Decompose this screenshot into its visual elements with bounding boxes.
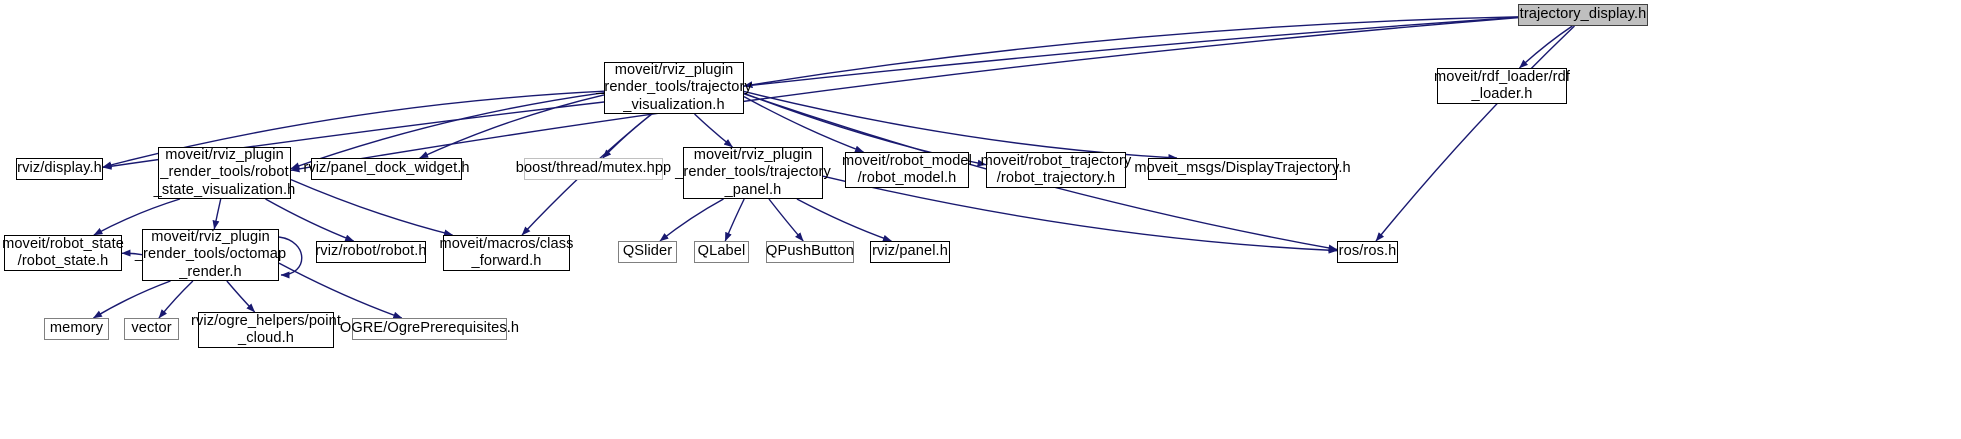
graph-node[interactable]: OGRE/OgrePrerequisites.h [340,318,519,340]
graph-node[interactable]: moveit/rviz_plugin _render_tools/octomap… [134,228,287,281]
graph-edge [265,198,355,242]
graph-edge [278,262,403,319]
graph-edge [1375,25,1575,242]
graph-edge [724,198,745,242]
graph-edge [121,249,143,257]
graph-node[interactable]: moveit/robot_state /robot_state.h [2,235,124,271]
graph-node[interactable]: ros/ros.h [1337,241,1398,263]
graph-node[interactable]: moveit/robot_model /robot_model.h [842,152,972,188]
graph-node[interactable]: QLabel [694,241,749,263]
graph-node[interactable]: moveit/rviz_plugin _render_tools/traject… [675,146,831,199]
graph-node[interactable]: moveit/rviz_plugin _render_tools/traject… [596,61,752,114]
graph-edge [93,198,181,236]
graph-edge [226,280,256,313]
graph-node[interactable]: QSlider [618,241,677,263]
graph-edge [796,198,892,242]
graph-edge [1518,25,1573,69]
graph-node[interactable]: QPushButton [766,241,854,263]
graph-edge [743,96,864,153]
graph-edge [158,280,194,319]
graph-node[interactable]: moveit_msgs/DisplayTrajectory.h [1134,158,1351,180]
graph-node[interactable]: rviz/panel.h [870,241,950,263]
graph-edge [93,280,171,319]
graph-node[interactable]: rviz/robot/robot.h [315,241,427,263]
graph-edge [822,175,1338,254]
graph-node[interactable]: rviz/display.h [16,158,103,180]
graph-edge [212,198,222,230]
graph-edge [290,178,454,237]
graph-node[interactable]: moveit/macros/class _forward.h [439,235,574,271]
graph-node[interactable]: memory [44,318,109,340]
graph-edge [768,198,804,242]
graph-edge [694,113,733,148]
graph-node[interactable]: boost/thread/mutex.hpp [516,158,671,180]
graph-edge [290,91,605,170]
graph-node[interactable]: vector [124,318,179,340]
graph-node[interactable]: moveit/rdf_loader/rdf _loader.h [1434,68,1570,104]
graph-edge [102,16,1519,170]
graph-node[interactable]: trajectory_display.h [1518,4,1648,26]
graph-edge [290,16,1519,173]
graph-node[interactable]: rviz/panel_dock_widget.h [303,158,470,180]
graph-edge [419,94,605,159]
graph-node[interactable]: moveit/rviz_plugin _render_tools/robot _… [153,146,296,199]
graph-edge [743,16,1519,89]
graph-node[interactable]: moveit/robot_trajectory /robot_trajector… [980,152,1132,188]
graph-edge [278,236,303,279]
graph-edge [659,198,724,242]
graph-node[interactable]: rviz/ogre_helpers/point _cloud.h [191,312,341,348]
